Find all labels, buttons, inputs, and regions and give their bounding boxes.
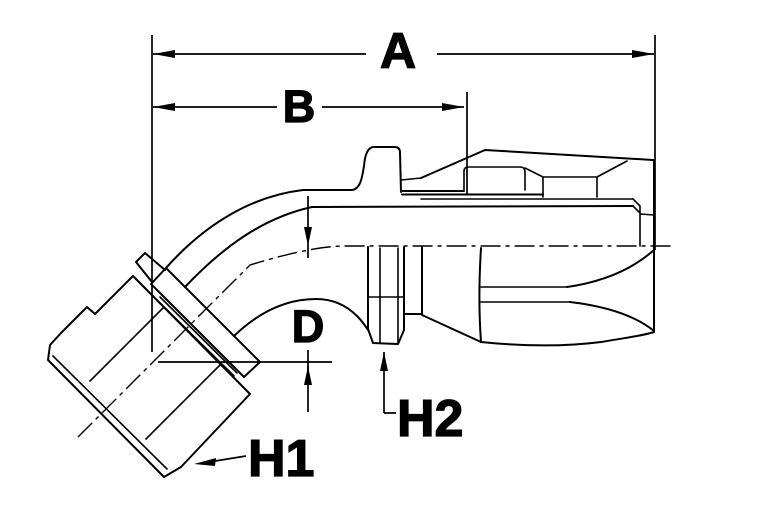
collar-tab bbox=[135, 252, 166, 283]
dim-b-arrow-right bbox=[442, 103, 464, 111]
socket-cone bbox=[403, 246, 482, 343]
dim-d-arrow-up bbox=[304, 366, 312, 385]
fitting-part bbox=[47, 146, 672, 478]
extension-line-d-bottom bbox=[158, 350, 332, 375]
elbow-outer-curve bbox=[165, 146, 402, 269]
socket-top-edge bbox=[420, 149, 654, 179]
centerline bbox=[77, 245, 672, 438]
hex-nut-h2 bbox=[367, 246, 405, 345]
h1-label: H1 bbox=[248, 430, 314, 488]
flare-top-curve bbox=[566, 249, 655, 288]
socket-hex-flat-1 bbox=[463, 166, 526, 191]
nut-end-face-line bbox=[52, 355, 168, 470]
elbow-inner-curve bbox=[184, 205, 634, 288]
extension-lines bbox=[151, 35, 656, 375]
barrel-step bbox=[632, 198, 655, 247]
dim-a-arrow-left bbox=[153, 50, 175, 58]
h2-arrow-up bbox=[380, 352, 388, 371]
callout-h1: H1 bbox=[194, 429, 315, 489]
crimp-seam-lines bbox=[401, 190, 544, 196]
dimension-b: B bbox=[153, 80, 464, 133]
dim-b-label: B bbox=[283, 81, 316, 132]
collar-outline bbox=[150, 267, 261, 378]
barrel-left-edge bbox=[478, 247, 482, 343]
dim-a-arrow-right bbox=[632, 50, 654, 58]
collar-seam-lines bbox=[156, 296, 238, 377]
tab-foot-line bbox=[400, 177, 422, 181]
dim-d-arrow-down bbox=[304, 227, 312, 246]
dim-d-label: D bbox=[292, 301, 325, 352]
dim-a-label: A bbox=[380, 23, 416, 79]
nut-outline bbox=[47, 275, 251, 478]
h1-arrow-left bbox=[194, 458, 216, 466]
socket-hex-corner bbox=[524, 167, 544, 178]
hex-nut-h2-face-lines bbox=[367, 247, 405, 345]
elbow-underside-curve bbox=[233, 298, 369, 337]
callout-h2: H2 bbox=[380, 352, 464, 449]
h2-label: H2 bbox=[397, 390, 463, 448]
socket-bottom-edge bbox=[480, 331, 655, 347]
dim-b-arrow-left bbox=[153, 103, 175, 111]
dimension-a: A bbox=[153, 22, 654, 80]
dimension-d: D bbox=[291, 196, 325, 412]
nut-face-lines bbox=[89, 306, 222, 440]
socket-hex-flat-2 bbox=[542, 160, 628, 198]
flare-bottom-curve bbox=[569, 301, 655, 332]
barrel-bottom-lines bbox=[480, 286, 571, 303]
